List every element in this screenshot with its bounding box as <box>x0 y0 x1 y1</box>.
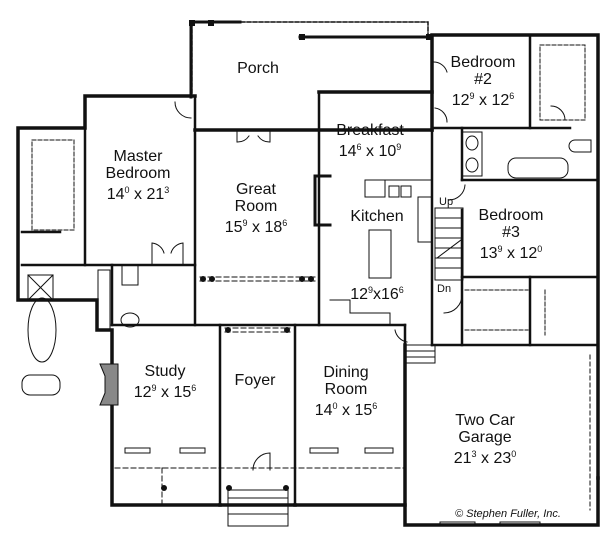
beams <box>114 276 406 506</box>
room-dining-room: Dining Room 140 x 156 <box>315 364 378 419</box>
room-name: Room <box>234 198 278 215</box>
room-dimensions: 146 x 109 <box>338 142 402 160</box>
room-name: Room <box>324 381 368 398</box>
fireplace-great-room <box>313 174 332 227</box>
room-kitchen-dimensions: 129x166 <box>350 282 404 303</box>
kitchen-counters <box>329 179 433 326</box>
room-name: Porch <box>237 60 279 77</box>
room-name: Garage <box>458 429 512 446</box>
staircase <box>434 207 464 281</box>
copyright-notice: © Stephen Fuller, Inc. <box>455 508 561 520</box>
room-name: Breakfast <box>336 122 404 139</box>
room-dimensions: 159 x 186 <box>224 218 288 236</box>
room-porch: Porch <box>237 60 279 77</box>
room-bedroom-3: Bedroom #3 139 x 120 <box>479 207 544 262</box>
room-dimensions: 129 x 126 <box>451 91 515 109</box>
porch-walls <box>189 20 432 99</box>
fireplace-study <box>99 363 119 406</box>
room-dimensions: 139 x 120 <box>479 244 543 262</box>
front-steps <box>227 489 289 527</box>
room-name: Kitchen <box>350 208 404 225</box>
room-dimensions: 140 x 156 <box>314 401 378 419</box>
room-name: #2 <box>474 71 492 88</box>
stair-down-label: Dn <box>437 283 452 295</box>
room-great-room: Great Room 159 x 186 <box>225 181 288 236</box>
room-name: Study <box>144 363 186 380</box>
room-dimensions: 129 x 156 <box>133 383 197 401</box>
room-name: Dining <box>323 364 369 381</box>
room-name: Foyer <box>234 372 276 389</box>
stair-up-label: Up <box>439 196 454 208</box>
room-garage: Two Car Garage 213 x 230 <box>454 412 517 467</box>
room-bedroom-2: Bedroom #2 129 x 126 <box>451 54 516 109</box>
porch-outline <box>191 21 429 94</box>
room-name: Two Car <box>455 412 515 429</box>
room-name: Bedroom <box>450 54 516 71</box>
room-name: Great <box>235 181 276 198</box>
closets <box>31 44 586 336</box>
windows <box>124 447 541 527</box>
room-dimensions: 213 x 230 <box>453 449 517 467</box>
room-breakfast: Breakfast 146 x 109 <box>336 122 404 160</box>
room-study: Study 129 x 156 <box>134 363 197 401</box>
room-dimensions: 129x166 <box>350 285 404 303</box>
garage-steps <box>404 344 436 364</box>
room-name: Bedroom <box>478 207 544 224</box>
door-swings <box>151 61 566 471</box>
room-name: #3 <box>502 224 520 241</box>
room-kitchen: Kitchen <box>350 208 403 225</box>
room-dimensions: 140 x 213 <box>106 185 170 203</box>
room-name: Master <box>113 148 163 165</box>
interior-walls <box>20 33 600 507</box>
exterior-walls <box>16 33 600 527</box>
room-foyer: Foyer <box>235 372 276 389</box>
room-name: Bedroom <box>105 165 171 182</box>
room-master-bedroom: Master Bedroom 140 x 213 <box>106 148 171 203</box>
bath-fixtures <box>21 131 592 396</box>
